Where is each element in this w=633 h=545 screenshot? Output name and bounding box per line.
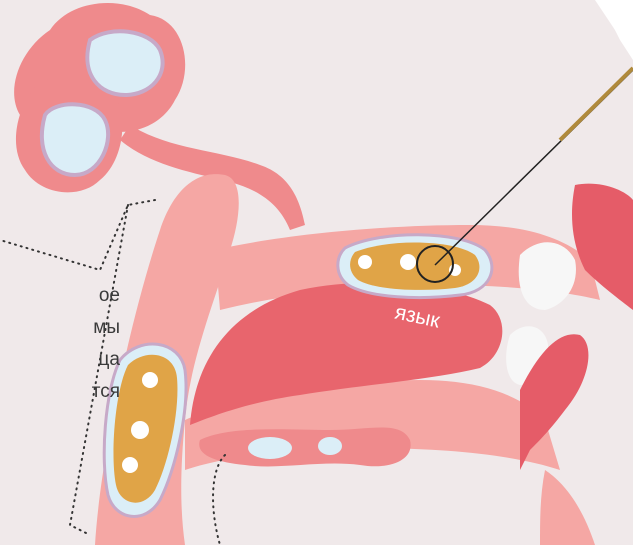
caption-line-3: ца [0, 344, 120, 376]
lower-glands [199, 428, 410, 467]
caption-text: ое мы ца тся [0, 280, 120, 408]
palate-plaque [338, 235, 492, 298]
caption-line-2: мы [0, 312, 120, 344]
caption-line-4: тся [0, 376, 120, 408]
caption-line-1: ое [0, 280, 120, 312]
